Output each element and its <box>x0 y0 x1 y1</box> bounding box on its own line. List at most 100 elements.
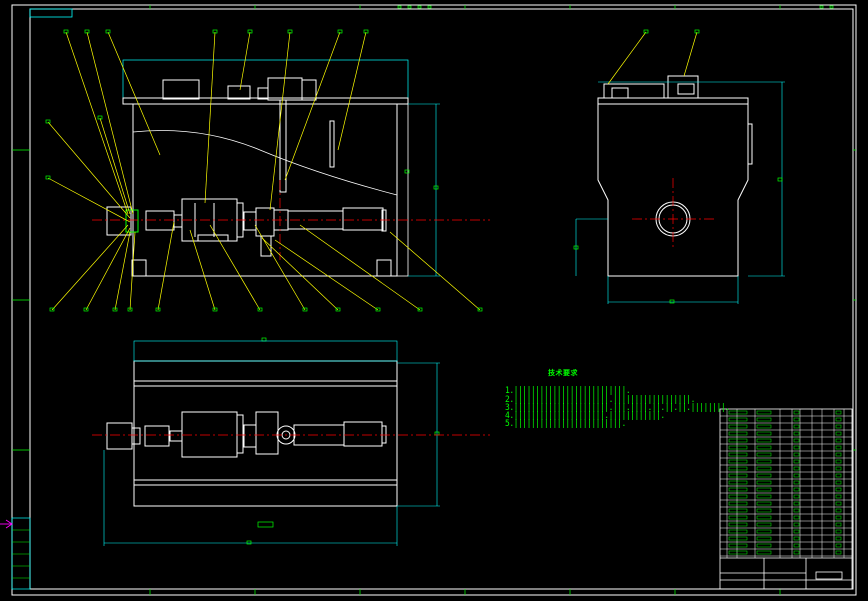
parts-cell-text <box>728 410 748 415</box>
parts-cell-text <box>835 487 842 492</box>
parts-cell-text <box>835 508 842 513</box>
parts-cell-text <box>756 473 772 478</box>
parts-cell-text <box>835 473 842 478</box>
parts-cell-text <box>756 445 772 450</box>
parts-cell-text <box>756 536 772 541</box>
front-dimensions <box>408 103 440 277</box>
parts-cell-text <box>728 424 748 429</box>
parts-cell-text <box>756 508 772 513</box>
parts-cell-text <box>793 431 800 436</box>
parts-cell-text <box>756 452 772 457</box>
parts-cell-text <box>793 494 800 499</box>
parts-cell-text <box>793 515 800 520</box>
parts-cell-text <box>793 480 800 485</box>
parts-cell-text <box>835 417 842 422</box>
parts-cell-text <box>835 410 842 415</box>
parts-cell-text <box>793 417 800 422</box>
parts-cell-text <box>835 431 842 436</box>
parts-cell-text <box>728 445 748 450</box>
side-centerline <box>632 178 715 250</box>
parts-cell-text <box>835 501 842 506</box>
side-dimensions <box>575 81 785 304</box>
parts-cell-text <box>756 550 772 555</box>
parts-cell-text <box>728 417 748 422</box>
parts-cell-text <box>793 522 800 527</box>
parts-cell-text <box>835 424 842 429</box>
requirement-line: 3.||||||||||||||||||||||.|||.||||.||.||.… <box>505 402 730 413</box>
parts-cell-text <box>728 550 748 555</box>
parts-cell-text <box>756 431 772 436</box>
parts-cell-text <box>793 452 800 457</box>
parts-cell-text <box>835 438 842 443</box>
parts-cell-text <box>793 459 800 464</box>
parts-cell-text <box>728 522 748 527</box>
parts-cell-text <box>835 480 842 485</box>
parts-cell-text <box>835 515 842 520</box>
parts-cell-text <box>728 438 748 443</box>
parts-cell-text <box>835 459 842 464</box>
technical-requirements-title: 技术要求 <box>548 369 578 377</box>
parts-cell-text <box>728 515 748 520</box>
parts-cell-text <box>728 536 748 541</box>
parts-cell-text <box>728 480 748 485</box>
parts-cell-text <box>728 487 748 492</box>
top-view <box>106 360 398 507</box>
parts-cell-text <box>756 417 772 422</box>
parts-cell-text <box>835 466 842 471</box>
parts-cell-text <box>756 459 772 464</box>
parts-cell-text <box>793 445 800 450</box>
parts-cell-text <box>793 529 800 534</box>
parts-cell-text <box>793 410 800 415</box>
parts-cell-text <box>756 480 772 485</box>
parts-list-rows <box>720 409 852 558</box>
parts-cell-text <box>793 508 800 513</box>
top-dimensions <box>103 340 440 546</box>
parts-cell-text <box>756 410 772 415</box>
front-view <box>106 59 409 277</box>
parts-cell-text <box>835 452 842 457</box>
parts-cell-text <box>728 459 748 464</box>
parts-cell-text <box>835 529 842 534</box>
parts-cell-text <box>728 508 748 513</box>
parts-cell-text <box>728 529 748 534</box>
parts-cell-text <box>835 522 842 527</box>
parts-cell-text <box>793 473 800 478</box>
parts-cell-text <box>756 494 772 499</box>
parts-cell-text <box>756 487 772 492</box>
parts-cell-text <box>793 543 800 548</box>
parts-cell-text <box>756 424 772 429</box>
parts-cell-text <box>793 466 800 471</box>
parts-cell-text <box>728 494 748 499</box>
top-view-markers <box>246 431 440 545</box>
requirement-line: 1.||||||||||||||||||||||||||. <box>505 385 631 396</box>
front-markers <box>404 169 439 190</box>
balloon-leaders-front <box>47 31 481 311</box>
parts-cell-text <box>793 536 800 541</box>
parts-cell-text <box>835 494 842 499</box>
balloon-leaders-side <box>607 31 698 85</box>
sheet-border <box>0 4 857 596</box>
parts-cell-text <box>793 487 800 492</box>
parts-cell-text <box>756 529 772 534</box>
parts-cell-text <box>793 438 800 443</box>
balloon-markers <box>45 29 483 342</box>
parts-cell-text <box>793 424 800 429</box>
requirement-line: 2.||||||||||||||||||||||.|||||||||||||||… <box>505 394 695 405</box>
parts-cell-text <box>728 473 748 478</box>
side-view <box>597 75 753 277</box>
front-centerline <box>92 180 490 260</box>
parts-list-table <box>719 408 853 590</box>
parts-cell-text <box>728 501 748 506</box>
side-balloon-markers <box>573 29 783 304</box>
parts-cell-text <box>835 445 842 450</box>
parts-cell-text <box>756 438 772 443</box>
parts-cell-text <box>835 543 842 548</box>
parts-cell-text <box>728 452 748 457</box>
parts-cell-text <box>835 550 842 555</box>
parts-cell-text <box>793 501 800 506</box>
parts-cell-text <box>756 515 772 520</box>
parts-cell-text <box>756 543 772 548</box>
parts-cell-text <box>728 466 748 471</box>
parts-cell-text <box>756 466 772 471</box>
